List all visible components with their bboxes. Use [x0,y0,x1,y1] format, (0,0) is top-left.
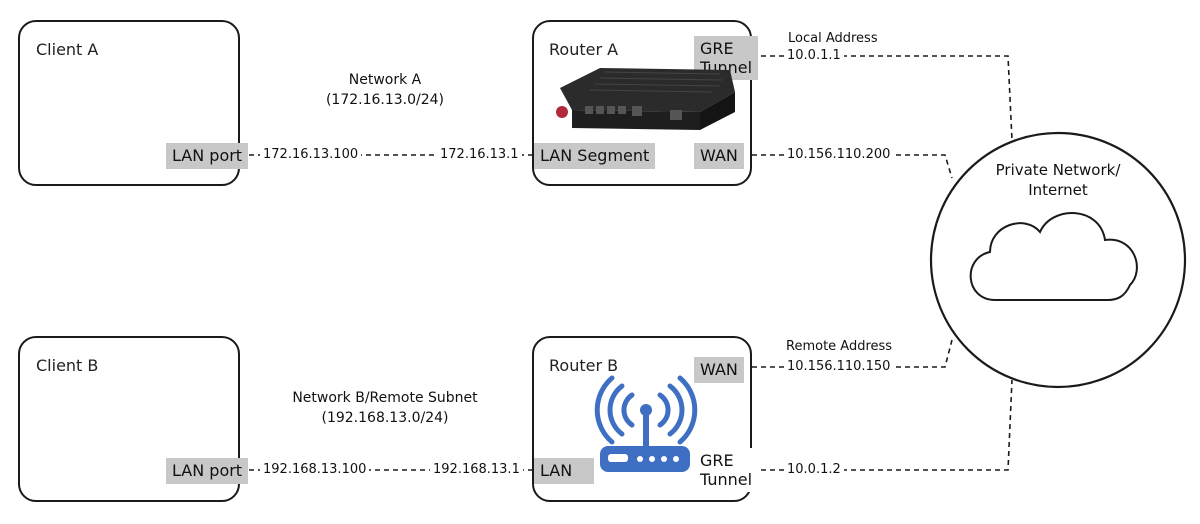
cloud-line2: Internet [1028,181,1088,199]
router-a-gre-line1: GRE [700,39,734,58]
router-b-wan: WAN [694,357,744,383]
router-b-title: Router B [549,356,619,375]
router-b-wan-caption: Remote Address [786,339,893,354]
router-b-lan-ip: 192.168.13.1 [430,462,523,477]
network-b-name: Network B/Remote Subnet [292,390,478,406]
network-b-label: Network B/Remote Subnet (192.168.13.0/24… [280,388,490,428]
router-b-wan-ip: 10.156.110.150 [784,359,894,374]
router-a-tunnel-ip: 10.0.1.1 [784,48,844,63]
network-a-label: Network A (172.16.13.0/24) [300,70,470,110]
client-a-ip: 172.16.13.100 [260,147,362,162]
network-a-name: Network A [348,72,422,88]
router-a-wan-ip: 10.156.110.200 [784,147,894,162]
client-b-ip: 192.168.13.100 [260,462,370,477]
network-b-subnet: (192.168.13.0/24) [321,410,449,426]
router-b-gre-tunnel: GRE Tunnel [694,448,759,492]
network-circle [929,131,1187,389]
router-a-lan-segment: LAN Segment [534,143,656,169]
client-a-lan-port: LAN port [166,143,249,169]
router-b-tunnel-ip: 10.0.1.2 [784,462,844,477]
client-b-title: Client B [36,356,99,375]
client-a-title: Client A [36,40,99,59]
router-b-lan: LAN [534,458,594,484]
router-a-title: Router A [549,40,619,59]
router-a-tunnel-caption: Local Address [788,31,878,46]
cloud-label: Private Network/ Internet [975,160,1141,200]
router-b-gre-line1: GRE [700,451,734,470]
network-a-subnet: (172.16.13.0/24) [325,92,445,108]
router-b-gre-line2: Tunnel [700,470,753,489]
cloud-line1: Private Network/ [995,161,1121,179]
router-a-wan: WAN [694,143,744,169]
client-b-lan-port: LAN port [166,458,249,484]
cloud-icon [969,212,1138,301]
router-a-lan-ip: 172.16.13.1 [437,147,522,162]
